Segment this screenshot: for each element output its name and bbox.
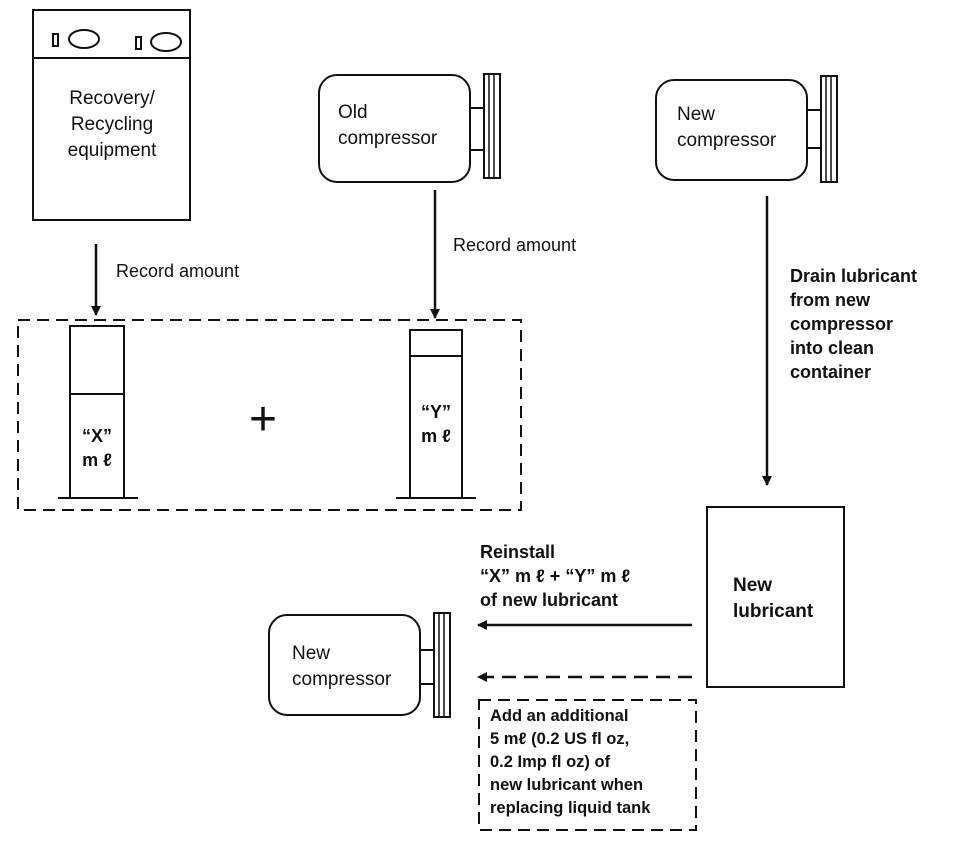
new-lubricant-container [706,506,845,688]
y-amount-label: “Y” m ℓ [420,402,451,446]
pulley-icon [820,75,838,183]
gauge-icon [68,29,100,49]
indicator-icon [135,36,142,50]
new-compressor-bottom [268,612,451,718]
pulley-icon [483,73,501,179]
indicator-icon [52,33,59,47]
container-y [396,329,476,499]
old-compressor-label: Old compressor [338,102,438,149]
plus-sign: + [248,393,278,446]
recovery-equipment-label: Recovery/ Recycling equipment [67,88,157,161]
old-compressor [318,73,501,183]
new-compressor-top [655,75,838,183]
x-amount-label: “X” m ℓ [81,426,112,470]
additional-lubricant-note: Add an additional 5 mℓ (0.2 US fl oz, 0.… [490,707,651,817]
record-amount-left-label: Record amount [116,261,240,281]
note-box [478,699,697,831]
recovery-equipment [32,9,191,221]
drain-lubricant-label: Drain lubricant from new compressor into… [790,266,918,382]
new-compressor-top-label: New compressor [677,104,777,151]
container-x [58,325,138,499]
pulley-icon [433,612,451,718]
record-amount-right-label: Record amount [453,235,577,255]
measured-amount-box [17,319,522,511]
reinstall-label: Reinstall “X” m ℓ + “Y” m ℓ of new lubri… [480,542,631,610]
new-compressor-bottom-label: New compressor [292,643,392,690]
new-lubricant-label: New lubricant [733,575,814,622]
gauge-icon [150,32,182,52]
